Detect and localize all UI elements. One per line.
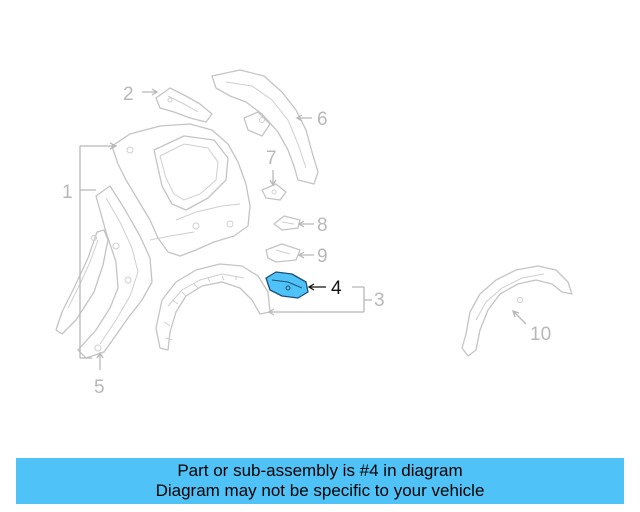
- callout-6-label: 6: [317, 109, 328, 130]
- callout-9: 9: [297, 246, 328, 267]
- banner-line-part-number: Part or sub-assembly is #4 in diagram: [177, 461, 463, 480]
- callout-5-label: 5: [94, 377, 105, 398]
- callout-8-label: 8: [317, 215, 328, 236]
- callout-8: 8: [297, 215, 328, 236]
- parts-diagram: 1 2 6 7 8 9 4 3 5 10: [55, 69, 573, 398]
- part-10-wheel-arch: [461, 265, 573, 357]
- callout-10-label: 10: [530, 324, 551, 345]
- callout-6: 6: [295, 109, 328, 130]
- part-5-inner-pillar: [77, 185, 153, 359]
- callout-2: 2: [123, 84, 159, 105]
- part-4-highlighted: [265, 271, 309, 299]
- part-1-quarter-panel: [111, 123, 251, 257]
- callout-4-label: 4: [331, 278, 342, 299]
- part-8-bracket: [273, 215, 301, 231]
- callout-1: 1: [62, 142, 118, 359]
- callout-9-label: 9: [317, 246, 328, 267]
- part-2-bracket: [155, 87, 213, 123]
- part-7-clip: [261, 183, 287, 201]
- part-6-upper-rail: [211, 69, 319, 185]
- info-banner: Part or sub-assembly is #4 in diagram Di…: [16, 458, 624, 504]
- callout-10: 10: [511, 309, 551, 345]
- callout-7: 7: [266, 148, 277, 187]
- callout-4: 4: [307, 278, 342, 299]
- callout-1-label: 1: [62, 182, 73, 203]
- part-3-wheelhouse: [155, 263, 271, 351]
- callout-5: 5: [94, 351, 105, 398]
- callout-2-label: 2: [123, 84, 134, 105]
- callout-7-label: 7: [266, 148, 277, 169]
- banner-line-disclaimer: Diagram may not be specific to your vehi…: [155, 481, 485, 500]
- part-9-bracket: [265, 243, 301, 263]
- callout-3-label: 3: [374, 290, 385, 311]
- part-1-pillar-strip: [55, 229, 109, 335]
- callout-3: 3: [267, 286, 385, 316]
